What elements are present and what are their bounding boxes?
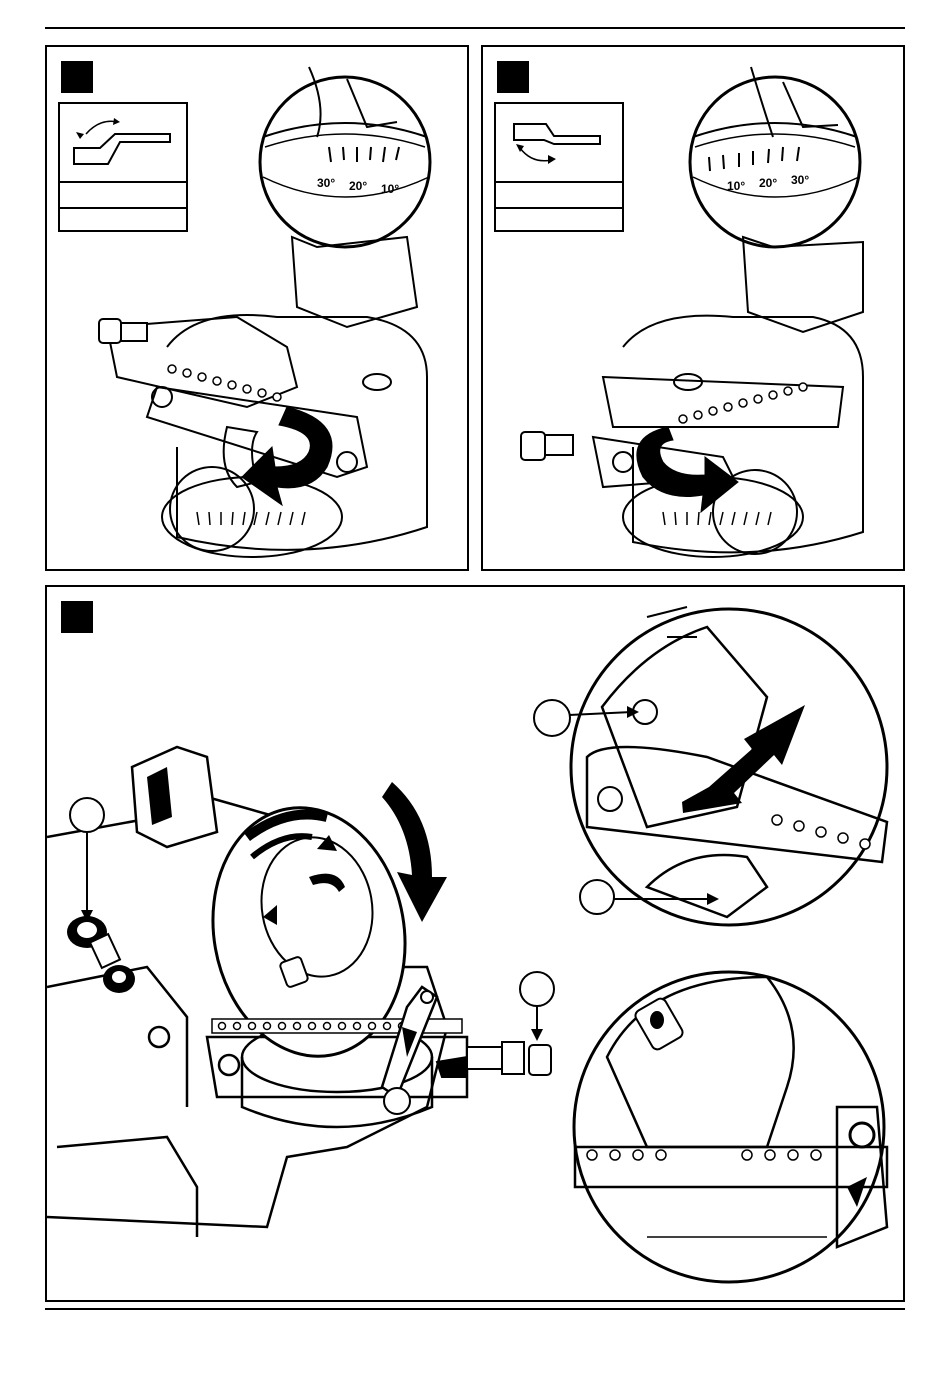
callout-circle-clamp-top <box>533 699 571 737</box>
saw-chain <box>679 383 807 423</box>
scale-zoom-circle: 30° 20° 10° <box>260 67 430 247</box>
sharpener-body <box>593 237 863 557</box>
callout-circle-screw <box>519 971 555 1007</box>
bottom-rule <box>45 1308 905 1310</box>
detail-circle-chain-clamp <box>571 607 887 925</box>
detail-circle-wheel-contact <box>574 972 887 1282</box>
adjusting-knob <box>521 432 573 460</box>
top-rule <box>45 27 905 29</box>
main-machine-illustration <box>47 587 905 1302</box>
sharpener-body <box>107 237 427 557</box>
figure-panel-3 <box>45 585 905 1302</box>
callout-circle-clamp-bottom <box>579 879 615 915</box>
scale-label: 30° <box>317 176 335 190</box>
saw-chain <box>168 365 281 401</box>
rotate-arrow <box>637 427 738 512</box>
angle-adjust-illustration-left: 30° 20° 10° <box>47 47 469 571</box>
adjusting-knob <box>99 319 147 343</box>
callout-circle-knob <box>69 797 105 833</box>
figure-panel-1: 30° 20° 10° <box>45 45 469 571</box>
scale-zoom-circle: 10° 20° 30° <box>690 67 860 247</box>
scale-label: 20° <box>349 179 367 193</box>
scale-label: 30° <box>791 173 809 187</box>
right-adjusting-screw <box>437 1042 551 1077</box>
blade-guard <box>132 747 217 847</box>
scale-label: 20° <box>759 176 777 190</box>
figure-panel-2: 10° 20° 30° <box>481 45 905 571</box>
angle-adjust-illustration-right: 10° 20° 30° <box>483 47 905 571</box>
callout-circle-arm <box>383 1087 411 1115</box>
